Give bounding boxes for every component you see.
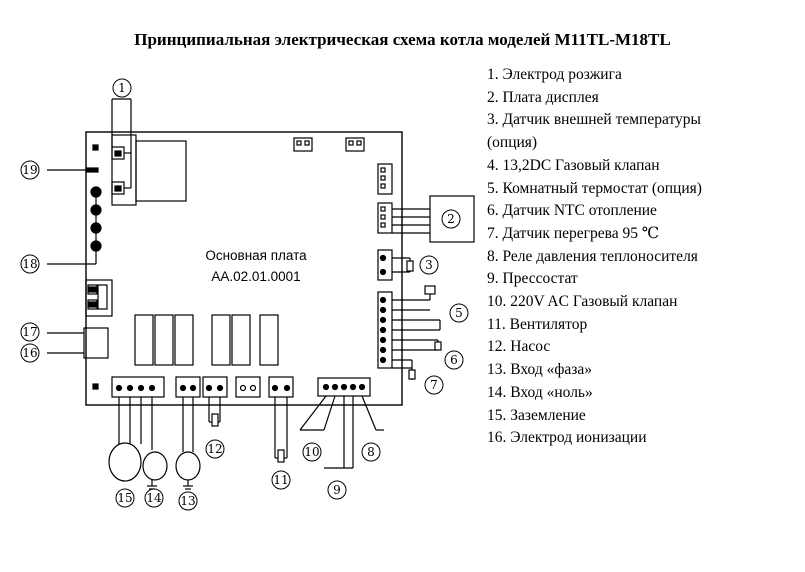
callout-19 xyxy=(20,160,40,180)
callout-10 xyxy=(302,442,322,462)
legend-item: 15. Заземление xyxy=(487,406,586,424)
callout-label: 11 xyxy=(273,473,288,487)
relay-bank-left xyxy=(134,314,194,366)
callout-8 xyxy=(361,442,381,462)
callout-label: 16 xyxy=(22,346,37,360)
legend-item: 5. Комнатный термостат (опция) xyxy=(487,179,702,197)
ignition-connector xyxy=(111,98,187,206)
callout-label: 13 xyxy=(180,494,195,508)
spare-terminal xyxy=(235,376,261,398)
legend-item: 9. Прессостат xyxy=(487,270,578,288)
callout-label: 1 xyxy=(118,81,126,95)
callout-17 xyxy=(20,322,40,342)
legend-item: 16. Электрод ионизации xyxy=(487,429,647,447)
callout-12 xyxy=(205,439,225,459)
callout-label: 14 xyxy=(146,491,162,505)
callout-16 xyxy=(20,343,40,363)
right-connector-top xyxy=(377,163,393,195)
callout-13 xyxy=(178,491,198,511)
display-connector xyxy=(377,202,430,234)
board-mark xyxy=(92,383,99,390)
board-mark xyxy=(92,144,99,151)
legend-item: 1. Электрод розжига xyxy=(487,66,622,83)
callout-9 xyxy=(327,480,347,500)
callout-label: 17 xyxy=(22,325,37,339)
callout-label: 15 xyxy=(117,491,132,505)
component-legend: 1. Электрод розжига 2. Плата дисплея 3. … xyxy=(487,64,799,450)
legend-item: (опция) xyxy=(487,134,538,152)
callout-3 xyxy=(419,255,439,275)
diagram-title: Принципиальная электрическая схема котла… xyxy=(134,30,671,49)
callout-label: 3 xyxy=(425,258,433,272)
top-connector-left xyxy=(293,137,313,152)
callout-18 xyxy=(20,254,40,274)
callout-15 xyxy=(115,488,135,508)
gas-valve-terminal xyxy=(299,377,384,469)
legend-item: 8. Реле давления теплоносителя xyxy=(487,247,698,265)
callout-7 xyxy=(424,375,444,395)
legend-item: 14. Вход «ноль» xyxy=(487,383,593,401)
ground-connector xyxy=(85,167,99,173)
callout-6 xyxy=(444,350,464,370)
callout-label: 8 xyxy=(367,445,375,459)
legend-item: 3. Датчик внешней температуры xyxy=(487,111,701,129)
callout-14 xyxy=(144,488,164,508)
fan-terminal xyxy=(268,376,294,463)
legend-item: 10. 220V AC Газовый клапан xyxy=(487,293,678,311)
legend-item: 12. Насос xyxy=(487,338,551,356)
callout-label: 5 xyxy=(455,306,463,320)
callout-label: 7 xyxy=(430,378,438,392)
legend-item: 13. Вход «фаза» xyxy=(487,361,593,379)
callout-label: 12 xyxy=(207,442,222,456)
display-board xyxy=(429,195,475,243)
legend-item: 2. Плата дисплея xyxy=(487,88,599,106)
legend-item: 11. Вентилятор xyxy=(487,315,588,333)
callout-label: 10 xyxy=(304,445,319,459)
ionization-connector xyxy=(47,279,113,359)
power-terminal xyxy=(108,376,168,490)
legend-item: 7. Датчик перегрева 95 ℃ xyxy=(487,224,660,242)
callout-2 xyxy=(441,209,461,229)
callout-label: 19 xyxy=(22,163,37,177)
main-board xyxy=(85,131,403,406)
callout-label: 6 xyxy=(450,353,458,367)
board-name: Основная плата xyxy=(205,248,307,263)
callout-label: 18 xyxy=(22,257,37,271)
legend-item: 4. 13,2DC Газовый клапан xyxy=(487,156,660,174)
phase-terminal xyxy=(175,376,201,490)
legend-item: 6. Датчик NTC отопление xyxy=(487,202,657,220)
pump-terminal xyxy=(202,376,228,427)
top-connector-right xyxy=(345,137,365,152)
sensor-terminal-strip xyxy=(377,249,442,380)
callout-11 xyxy=(271,470,291,490)
callout-1 xyxy=(112,78,132,98)
relay-bank-right xyxy=(211,314,279,366)
callout-label: 2 xyxy=(447,212,455,226)
callout-label: 9 xyxy=(333,483,341,497)
board-code: AA.02.01.0001 xyxy=(211,269,300,284)
callout-5 xyxy=(449,303,469,323)
callout-markers xyxy=(20,78,469,511)
